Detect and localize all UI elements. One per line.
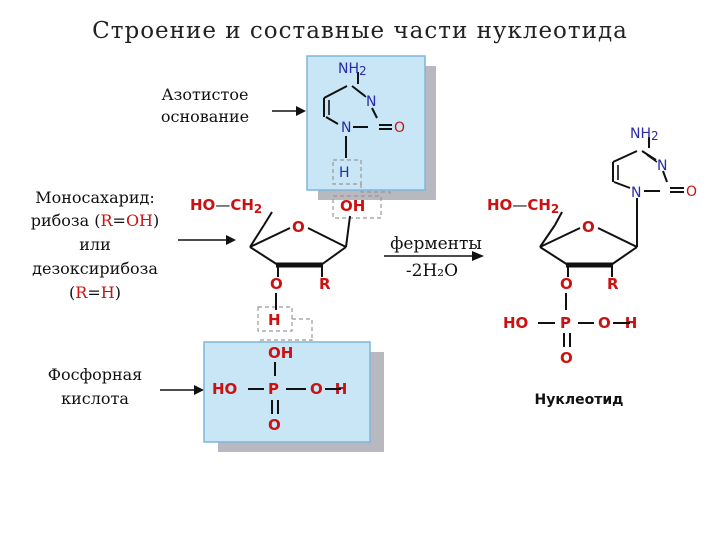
atom-r-right: R: [607, 275, 619, 293]
atom-o-3prime-product: O: [560, 275, 573, 293]
acid-box: [203, 341, 371, 443]
atom-r-left: R: [319, 275, 331, 293]
acid-label-line2: кислота: [61, 389, 129, 408]
acid-label-line1: Фосфорная: [48, 365, 143, 384]
atom-oh-sugar: OH: [340, 197, 365, 215]
atom-n1-product: N: [631, 185, 641, 201]
base-arrow: [272, 106, 306, 116]
ribose-left-ring: [249, 211, 351, 310]
atom-ho-product: HO: [503, 314, 528, 332]
atom-ho-ch2: HO—CH2: [190, 196, 262, 216]
atom-h-base: H: [339, 165, 350, 181]
product-label: Нуклеотид: [535, 392, 624, 408]
cytosine-atoms-right: NH2 N N: [630, 126, 667, 201]
sugar-label-line5: (R=H): [69, 283, 121, 302]
sugar-label-line2: рибоза (R=OH): [31, 211, 160, 230]
acid-label: Фосфорная кислота: [48, 365, 143, 408]
base-label-line1: Азотистое: [162, 85, 249, 104]
atom-o-3prime: O: [270, 275, 283, 293]
cytosine-atoms-left: NH2 N N: [338, 61, 376, 136]
atom-nh2-product: NH2: [630, 126, 659, 143]
base-label: Азотистое основание: [161, 85, 249, 126]
atom-o-ring: O: [292, 218, 305, 236]
atom-o2-product: O: [686, 184, 697, 200]
ribose-right-text: HO—CH2 O O R: [487, 196, 619, 293]
atom-o-ring-product: O: [582, 218, 595, 236]
condensation-box-1: [332, 159, 391, 219]
cytosine-ring-left: [323, 72, 392, 130]
page-title: Строение и составные части нуклеотида: [92, 18, 628, 44]
atom-oh-acid: OH: [268, 344, 293, 362]
sugar-label: Моносахарид: рибоза (R=OH) или дезоксири…: [31, 188, 160, 302]
atom-o-product-bottom: O: [560, 349, 573, 367]
water-label: -2H₂O: [406, 261, 458, 281]
sugar-label-line4: дезоксирибоза: [32, 259, 158, 278]
atom-nh2: NH2: [338, 61, 367, 78]
base-label-line2: основание: [161, 107, 249, 126]
atom-n1: N: [341, 120, 351, 136]
sugar-label-line3: или: [79, 235, 111, 254]
atom-ho-ch2-product: HO—CH2: [487, 196, 559, 216]
phosphate-right-bonds: [538, 322, 630, 347]
atom-o-acid-bottom: O: [268, 416, 281, 434]
atom-ho-acid: HO: [212, 380, 237, 398]
sugar-label-line1: Моносахарид:: [35, 188, 155, 207]
cytosine-ring-right: [612, 137, 684, 218]
acid-arrow: [160, 385, 204, 395]
atom-n3: N: [366, 94, 376, 110]
ribose-left-text: HO—CH2 OH O O R H: [190, 196, 365, 329]
sugar-arrow: [178, 235, 236, 245]
atom-p-product: P: [560, 314, 571, 332]
atom-p-acid: P: [268, 380, 279, 398]
atom-o2: O: [394, 120, 405, 136]
base-box: [306, 55, 426, 191]
atom-h-sugar: H: [268, 311, 281, 329]
reaction-arrow: [384, 251, 484, 261]
ribose-right-ring: [539, 211, 638, 310]
atom-n3-product: N: [657, 158, 667, 174]
enzymes-label: ферменты: [390, 234, 482, 254]
phosphate-left-bonds: [248, 362, 341, 414]
